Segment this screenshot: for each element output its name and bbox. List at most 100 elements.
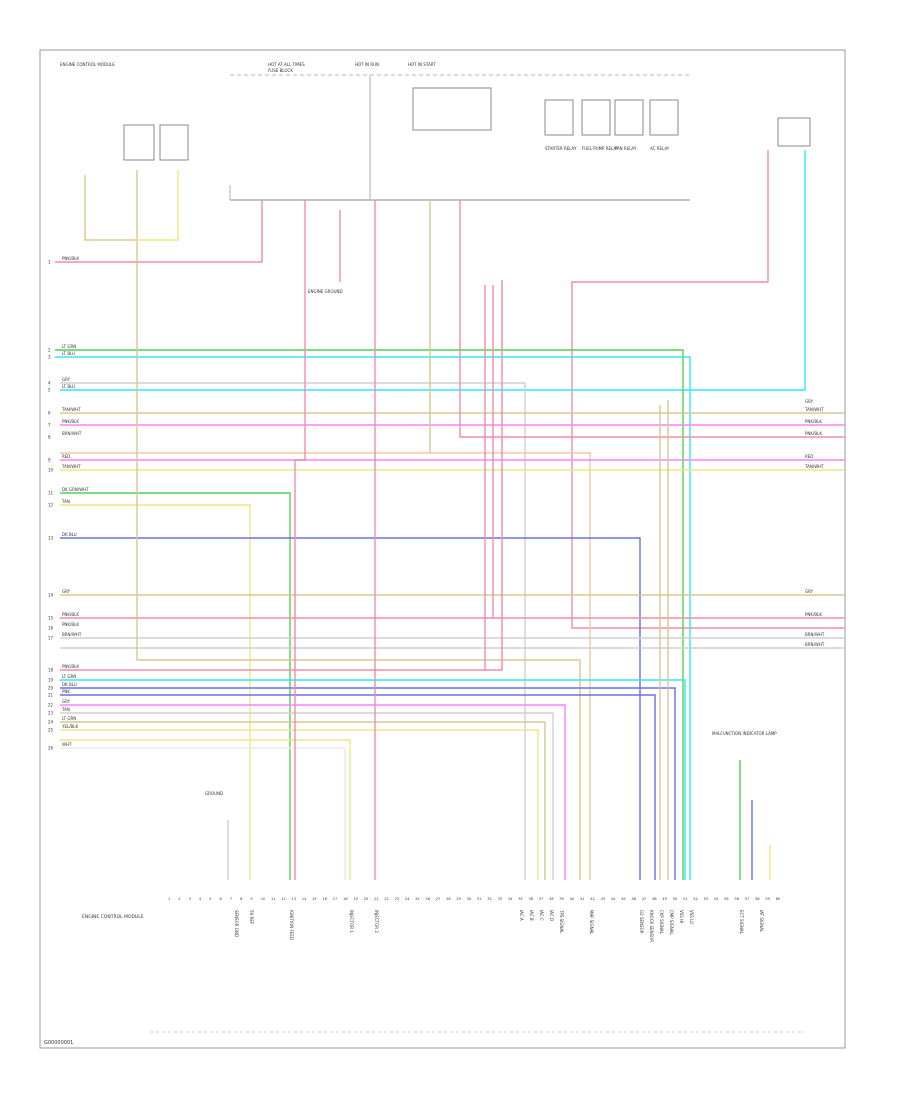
pin-number: 6 <box>220 897 222 901</box>
wire-green-493 <box>60 492 291 880</box>
wire-gray-1 <box>60 382 526 880</box>
pin-label: IAT SIGNAL <box>759 910 764 933</box>
pin-number: 39 <box>559 897 563 901</box>
left-wire-label: TAN/WHT <box>61 464 81 469</box>
pin-number: 31 <box>477 897 481 901</box>
left-wire-label: RED <box>62 454 70 459</box>
left-wire-label: LT GRN <box>62 674 76 679</box>
left-wire-number: 21 <box>48 693 54 698</box>
pin-number: 36 <box>529 897 533 901</box>
pin-number: 43 <box>601 897 605 901</box>
left-wire-number: 4 <box>48 381 51 386</box>
pin-number: 51 <box>683 897 687 901</box>
ecm-label: ENGINE CONTROL MODULE <box>82 914 144 920</box>
wire-module-cyan <box>60 150 806 391</box>
left-wire-label: WHT <box>62 742 72 747</box>
wire-blue-695 <box>60 694 656 880</box>
pin-label: CMP SIGNAL <box>669 910 674 935</box>
wire-blue-688 <box>60 687 676 880</box>
left-wire-label: TAN/WHT <box>61 407 81 412</box>
pin-number: 48 <box>652 897 656 901</box>
pin-number: 28 <box>446 897 450 901</box>
right-wire-label: BRN/WHT <box>805 642 825 647</box>
pin-number: 56 <box>735 897 739 901</box>
left-wire-number: 10 <box>48 468 54 473</box>
left-wire-number: 20 <box>48 686 54 691</box>
pin-number: 9 <box>250 897 252 901</box>
right-wire-label: BRN/WHT <box>805 632 825 637</box>
control-module-box <box>777 117 811 147</box>
pin-label: IGNITION FEED <box>289 910 294 940</box>
pin-number: 2 <box>178 897 180 901</box>
pin-label: VSS LO <box>689 910 694 924</box>
pin-number: 24 <box>405 897 410 901</box>
sensor-box-1 <box>123 124 155 161</box>
left-wire-number: 17 <box>48 636 54 641</box>
mid-label-mil: MALFUNCTION INDICATOR LAMP <box>712 731 777 736</box>
pin-number: 10 <box>261 897 265 901</box>
left-wire-number: 15 <box>48 616 54 621</box>
left-wire-number: 23 <box>48 711 54 716</box>
wire-module-red <box>571 150 845 629</box>
left-wire-label: DK BLU <box>62 682 77 687</box>
left-wire-number: 9 <box>48 458 51 463</box>
left-wire-number: 7 <box>48 423 51 428</box>
wire-tan-722 <box>60 721 546 880</box>
pin-number: 49 <box>662 897 666 901</box>
left-wire-label: LT GRN <box>62 344 76 349</box>
left-wire-label: TAN <box>61 707 70 712</box>
left-wire-number: 16 <box>48 626 54 631</box>
left-wire-label: PNK/BLK <box>62 622 79 627</box>
right-wire-labels: GRYTAN/WHTPNK/BLKPNK/BLKREDTAN/WHTGRYPNK… <box>804 399 825 647</box>
left-wire-number: 26 <box>48 746 54 751</box>
wire-tan-137 <box>136 170 581 880</box>
pin-label: 5V REF <box>249 910 254 925</box>
pin-number: 37 <box>539 897 543 901</box>
left-wire-number: 3 <box>48 355 51 360</box>
fuel-pump-relay-box <box>581 99 611 136</box>
wire-red-305 <box>294 200 306 880</box>
left-wire-label: YEL/BLK <box>61 724 79 729</box>
wire-yellow-740 <box>60 739 351 880</box>
right-wire-label: PNK/BLK <box>805 419 822 424</box>
pin-number: 4 <box>199 897 202 901</box>
pin-number: 35 <box>518 897 522 901</box>
left-wire-label: BRN/WHT <box>62 431 82 436</box>
right-wire-label: GRY <box>805 589 814 594</box>
right-wire-label: TAN/WHT <box>804 407 824 412</box>
top-label-3: HOT IN START <box>408 62 436 67</box>
pin-number: 50 <box>673 897 677 901</box>
left-wire-number: 14 <box>48 593 54 598</box>
starter-relay-box <box>544 99 574 136</box>
left-wire-label: DK BLU <box>62 532 77 537</box>
wire-yellow-730 <box>60 729 539 880</box>
pin-label: O2 SENSOR <box>639 910 644 934</box>
pin-number: 30 <box>467 897 471 901</box>
wire-green-1 <box>55 349 684 880</box>
wire-pink-705 <box>60 704 566 880</box>
pin-number: 16 <box>323 897 327 901</box>
pin-number: 20 <box>364 897 368 901</box>
relay-label-2: FUEL PUMP RELAY <box>582 146 619 151</box>
right-wire-label: GRY <box>805 399 814 404</box>
pin-number: 41 <box>580 897 584 901</box>
right-wire-label: TAN/WHT <box>804 464 824 469</box>
pin-number: 53 <box>704 897 708 901</box>
right-wire-label: RED <box>805 454 813 459</box>
fan-relay-box <box>614 99 644 136</box>
left-wire-number: 18 <box>48 668 54 673</box>
pin-number: 14 <box>302 897 307 901</box>
wire-red-670 <box>60 280 503 671</box>
pin-number: 18 <box>343 897 347 901</box>
left-wire-number: 22 <box>48 703 54 708</box>
left-wire-label: PNK/BLK <box>62 256 79 261</box>
pin-number: 26 <box>426 897 430 901</box>
pin-number: 21 <box>374 897 378 901</box>
top-left-label: ENGINE CONTROL MODULE <box>60 62 115 67</box>
left-wire-label: PNK <box>62 689 70 694</box>
relay-labels: STARTER RELAY FUEL PUMP RELAY FAN RELAY … <box>545 146 670 151</box>
